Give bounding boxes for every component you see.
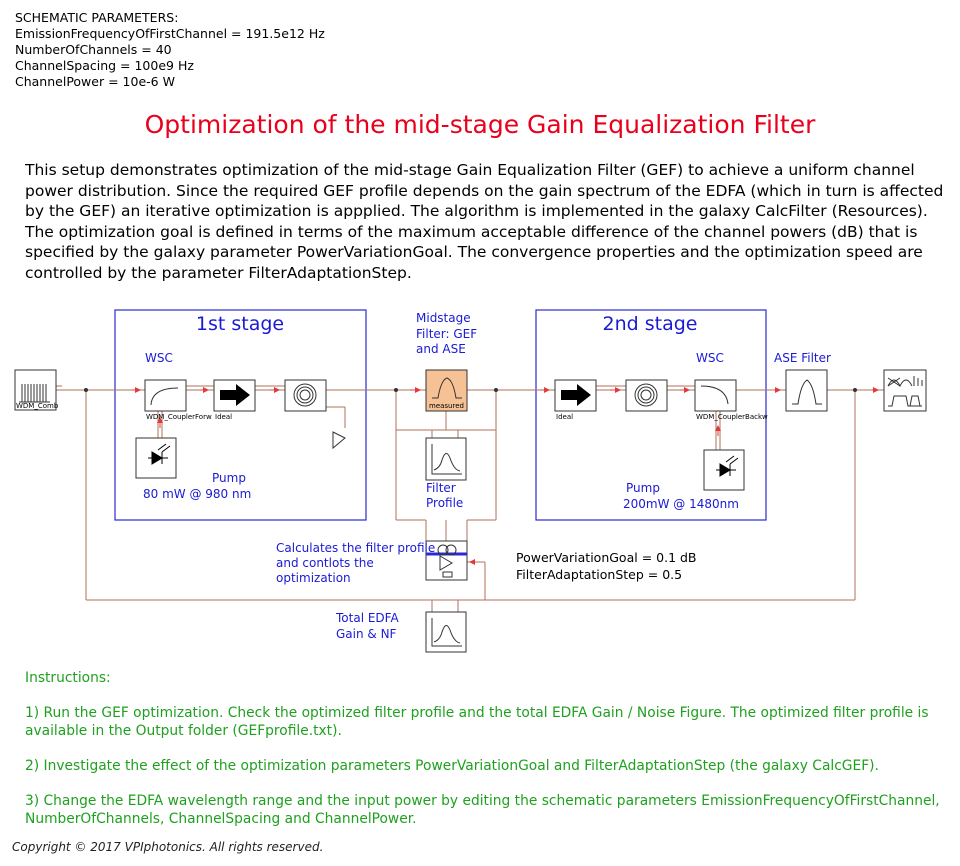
ase-filter[interactable]	[785, 369, 828, 412]
stage2-pump-label: Pump	[626, 481, 660, 495]
midstage-gef-filter[interactable]: measured	[425, 369, 468, 412]
instruction-1: 1) Run the GEF optimization. Check the o…	[25, 705, 929, 739]
signal-analyzer[interactable]	[883, 369, 927, 412]
filter-adaptation-step: FilterAdaptationStep = 0.5	[516, 567, 682, 582]
instructions-heading: Instructions:	[25, 670, 111, 686]
filter-profile-label-line1: Filter	[426, 481, 456, 495]
stage1-coupler[interactable]: WDM_CouplerForw	[144, 379, 212, 421]
stage1-edf-fiber[interactable]	[284, 379, 327, 412]
copyright: Copyright © 2017 VPIphotonics. All right…	[12, 840, 324, 854]
midstage-block-label: measured	[429, 402, 464, 410]
filter-profile-analyzer[interactable]	[425, 437, 467, 481]
stage2-wsc-label: WSC	[696, 351, 724, 365]
param-emission-frequency: EmissionFrequencyOfFirstChannel = 191.5e…	[15, 26, 325, 41]
stage1-isolator[interactable]: Ideal	[213, 379, 256, 421]
page-title: Optimization of the mid-stage Gain Equal…	[144, 110, 816, 139]
ase-filter-label: ASE Filter	[774, 351, 831, 365]
stage2-isolator[interactable]: Ideal	[554, 379, 597, 421]
stage1-title: 1st stage	[196, 313, 284, 335]
stage2-pump-laser[interactable]	[703, 449, 745, 491]
stage2-coupler-label: WDM_CouplerBackw	[696, 413, 768, 421]
param-channel-spacing: ChannelSpacing = 100e9 Hz	[15, 58, 194, 73]
stage1-coupler-label: WDM_CouplerForw	[146, 413, 212, 421]
instruction-3: 3) Change the EDFA wavelength range and …	[25, 793, 940, 827]
calc-label-line2: and contlots the	[276, 556, 374, 570]
midstage-label-line1: Midstage	[416, 311, 471, 325]
schematic-parameters-heading: SCHEMATIC PARAMETERS:	[15, 10, 179, 25]
calc-label-line3: optimization	[276, 571, 351, 585]
calc-filter-galaxy[interactable]	[425, 540, 468, 581]
param-channel-power: ChannelPower = 10e-6 W	[15, 74, 175, 89]
junction-dots	[84, 388, 857, 392]
total-edfa-label-line2: Gain & NF	[336, 627, 397, 641]
total-edfa-analyzer[interactable]	[425, 611, 467, 653]
stage1-terminator	[332, 431, 346, 450]
stage1-pump-value: 80 mW @ 980 nm	[143, 487, 251, 501]
instruction-2: 2) Investigate the effect of the optimiz…	[25, 758, 879, 774]
description: This setup demonstrates optimization of …	[25, 161, 944, 282]
stage2-frame	[535, 309, 767, 521]
midstage-label-line3: and ASE	[416, 342, 466, 356]
signal-arrows	[132, 387, 879, 565]
stage1-frame	[114, 309, 367, 521]
filter-profile-label-line2: Profile	[426, 496, 463, 510]
stage2-edf-fiber[interactable]	[625, 379, 668, 412]
calc-label-line1: Calculates the filter profile	[276, 541, 435, 555]
power-variation-goal: PowerVariationGoal = 0.1 dB	[516, 550, 697, 565]
midstage-label-line2: Filter: GEF	[416, 327, 477, 341]
stage1-isolator-label: Ideal	[215, 413, 232, 421]
stage1-pump-label: Pump	[212, 471, 246, 485]
total-edfa-label-line1: Total EDFA	[335, 611, 399, 625]
stage1-pump-laser[interactable]	[135, 437, 177, 479]
wdm-comb-label: WDM_Comb	[16, 402, 59, 410]
stage1-wsc-label: WSC	[145, 351, 173, 365]
stage2-isolator-label: Ideal	[556, 413, 573, 421]
param-number-of-channels: NumberOfChannels = 40	[15, 42, 172, 57]
schematic-parameters: SCHEMATIC PARAMETERS: EmissionFrequencyO…	[15, 10, 325, 90]
stage2-title: 2nd stage	[603, 313, 698, 335]
stage2-pump-value: 200mW @ 1480nm	[623, 497, 739, 511]
wdm-comb-source[interactable]: WDM_Comb	[14, 369, 59, 411]
stage2-coupler[interactable]: WDM_CouplerBackw	[694, 379, 768, 421]
